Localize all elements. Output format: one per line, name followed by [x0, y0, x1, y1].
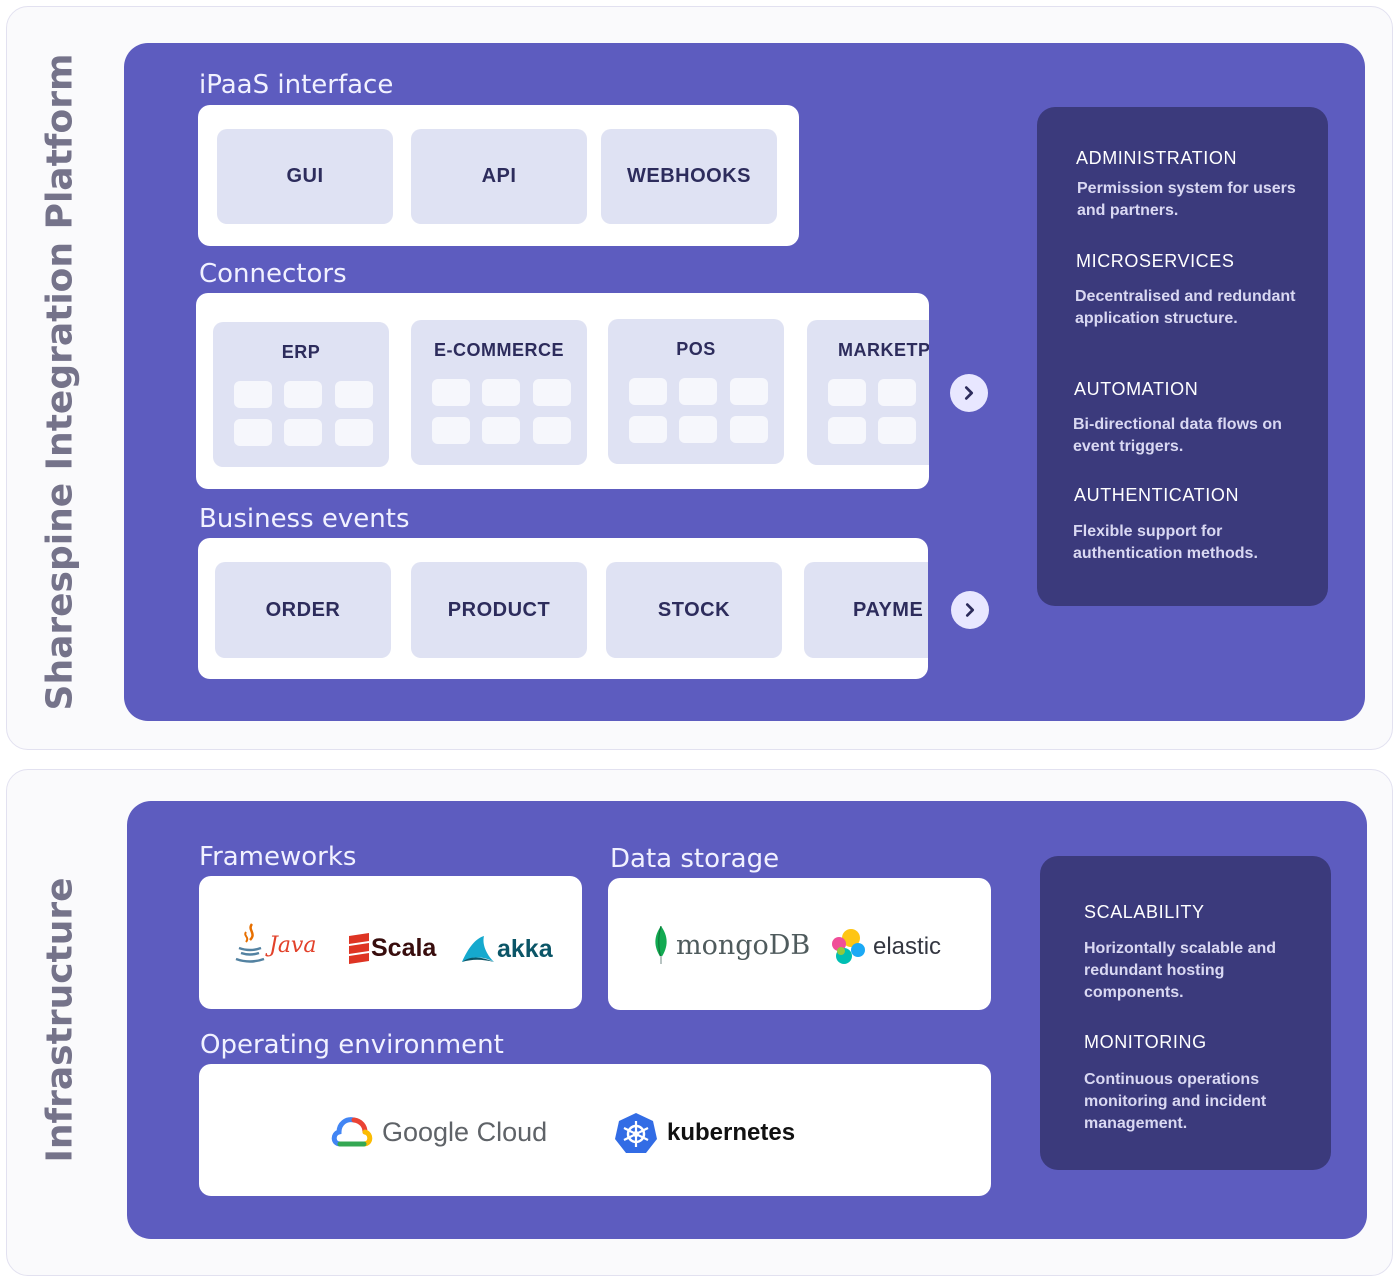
event-product-tile[interactable]: PRODUCT	[411, 562, 587, 658]
ipaas-card: GUI API WEBHOOKS	[198, 105, 799, 246]
akka-logo-icon	[462, 936, 494, 962]
data-storage-title: Data storage	[610, 844, 780, 874]
feature-microservices-heading: MICROSERVICES	[1076, 251, 1235, 271]
feature-scalability-heading: SCALABILITY	[1084, 902, 1205, 922]
data-storage-card: mongoDB elastic	[608, 878, 991, 1010]
ipaas-gui-tile[interactable]: GUI	[217, 129, 393, 224]
java-logo-text: Java	[269, 932, 317, 958]
connector-marketplace-label: MARKETP	[838, 340, 929, 360]
event-order-tile[interactable]: ORDER	[215, 562, 391, 658]
event-stock-tile[interactable]: STOCK	[606, 562, 782, 658]
feature-automation-heading: AUTOMATION	[1074, 379, 1199, 399]
connectors-title: Connectors	[199, 259, 347, 289]
connectors-next-button[interactable]	[950, 374, 988, 412]
google-cloud-logo-icon	[331, 1117, 373, 1147]
operating-environment-card: Google Cloud kubernetes	[199, 1064, 991, 1196]
scala-logo-icon	[349, 933, 369, 964]
google-cloud-logo-text: Google Cloud	[382, 1116, 548, 1147]
akka-logo-text: akka	[497, 934, 553, 963]
feature-administration-text: Permission system for users and partners…	[1077, 180, 1296, 219]
feature-microservices-text: Decentralised and redundant application …	[1075, 288, 1296, 327]
feature-authentication-heading: AUTHENTICATION	[1074, 485, 1240, 505]
java-logo: Java	[233, 922, 316, 968]
operating-environment-title: Operating environment	[200, 1030, 504, 1060]
kubernetes-logo-text: kubernetes	[667, 1119, 796, 1146]
feature-monitoring-text: Continuous operations monitoring and inc…	[1084, 1071, 1267, 1132]
connector-pos-tile[interactable]: POS	[608, 319, 784, 464]
ipaas-webhooks-tile[interactable]: WEBHOOKS	[601, 129, 777, 224]
akka-logo: akka	[460, 934, 553, 964]
feature-monitoring-heading: MONITORING	[1084, 1032, 1207, 1052]
feature-scalability-text: Horizontally scalable and redundant host…	[1084, 940, 1277, 1001]
connector-erp-label: ERP	[281, 342, 321, 362]
feature-automation-text: Bi-directional data flows on event trigg…	[1073, 416, 1282, 455]
connector-ecommerce-label: E-COMMERCE	[434, 340, 564, 360]
ipaas-title: iPaaS interface	[199, 70, 394, 100]
infrastructure-features-panel: SCALABILITY Horizontally scalable and re…	[1040, 856, 1331, 1170]
ipaas-api-tile[interactable]: API	[411, 129, 587, 224]
kubernetes-logo: kubernetes	[615, 1112, 795, 1154]
business-events-next-button[interactable]	[951, 591, 989, 629]
chevron-right-icon	[964, 386, 974, 400]
business-events-card: ORDER PRODUCT STOCK PAYME	[198, 538, 928, 679]
scala-logo: Scala	[348, 932, 436, 964]
chevron-right-icon	[965, 603, 975, 617]
mongodb-logo: mongoDB	[652, 926, 810, 964]
frameworks-card: Java Scala akka	[199, 876, 582, 1009]
platform-title: Sharespine Integration Platform	[39, 53, 81, 711]
java-logo-icon	[235, 923, 265, 963]
connector-marketplace-tile[interactable]: MARKETP	[807, 320, 929, 465]
mongodb-logo-text: mongoDB	[676, 929, 811, 961]
connectors-card: ERP E-COMMERCE POS MARKETP	[196, 293, 929, 489]
kubernetes-logo-icon	[615, 1113, 657, 1153]
event-payment-tile[interactable]: PAYME	[804, 562, 928, 658]
connector-pos-label: POS	[676, 339, 716, 359]
frameworks-title: Frameworks	[199, 842, 357, 872]
infrastructure-title: Infrastructure	[39, 877, 81, 1163]
feature-administration-heading: ADMINISTRATION	[1076, 148, 1238, 168]
connector-erp-tile[interactable]: ERP	[213, 322, 389, 467]
google-cloud-logo: Google Cloud	[330, 1114, 547, 1150]
elastic-logo-icon	[832, 929, 865, 964]
scala-logo-text: Scala	[371, 933, 437, 962]
elastic-logo-text: elastic	[873, 933, 942, 960]
feature-authentication-text: Flexible support for authentication meth…	[1073, 523, 1258, 562]
elastic-logo: elastic	[831, 929, 941, 965]
platform-features-panel: ADMINISTRATION Permission system for use…	[1037, 107, 1328, 606]
connector-ecommerce-tile[interactable]: E-COMMERCE	[411, 320, 587, 465]
business-events-title: Business events	[199, 504, 410, 534]
mongodb-leaf-icon	[655, 926, 667, 964]
